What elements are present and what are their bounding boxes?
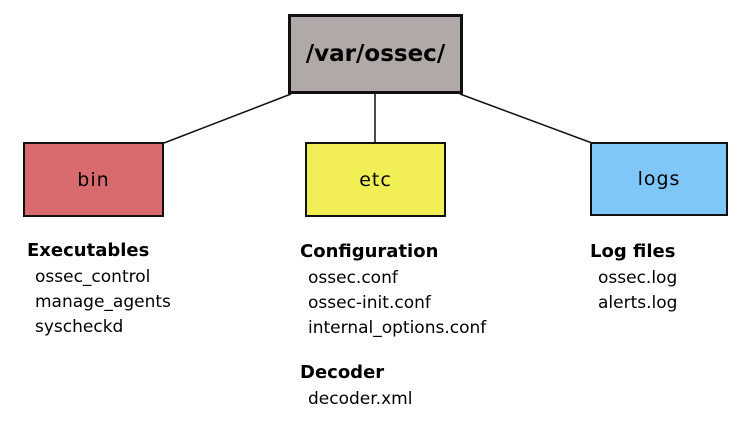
node-logs: logs [590,142,728,216]
logs-section-log-files: Log files ossec.log alerts.log [590,241,677,316]
etc-file-list: Configuration ossec.conf ossec-init.conf… [300,241,486,412]
node-bin-label: bin [77,168,110,191]
logs-file-list: Log files ossec.log alerts.log [590,241,677,316]
node-root-label: /var/ossec/ [305,41,446,67]
section-title: Decoder [300,362,385,383]
node-logs-label: logs [637,168,681,190]
section-title: Configuration [300,241,439,262]
node-etc-label: etc [359,168,392,191]
list-item: internal_options.conf [308,318,487,338]
node-bin: bin [23,142,164,217]
list-item: manage_agents [35,292,171,312]
bin-file-list: Executables ossec_control manage_agents … [27,240,171,340]
etc-section-configuration: Configuration ossec.conf ossec-init.conf… [300,241,486,341]
list-item: ossec-init.conf [308,293,431,313]
list-item: ossec.log [598,268,678,288]
node-etc: etc [305,142,446,217]
list-item: syscheckd [35,317,124,337]
bin-section-executables: Executables ossec_control manage_agents … [27,240,171,340]
list-item: ossec.conf [308,268,398,288]
etc-section-decoder: Decoder decoder.xml [300,362,486,412]
list-item: decoder.xml [308,389,413,409]
list-item: ossec_control [35,267,151,287]
node-root-var-ossec: /var/ossec/ [288,14,463,94]
connector-line-root-to-bin [163,93,292,144]
section-title: Executables [27,240,150,261]
connector-line-root-to-logs [459,93,593,144]
section-title: Log files [590,241,676,262]
list-item: alerts.log [598,293,678,313]
